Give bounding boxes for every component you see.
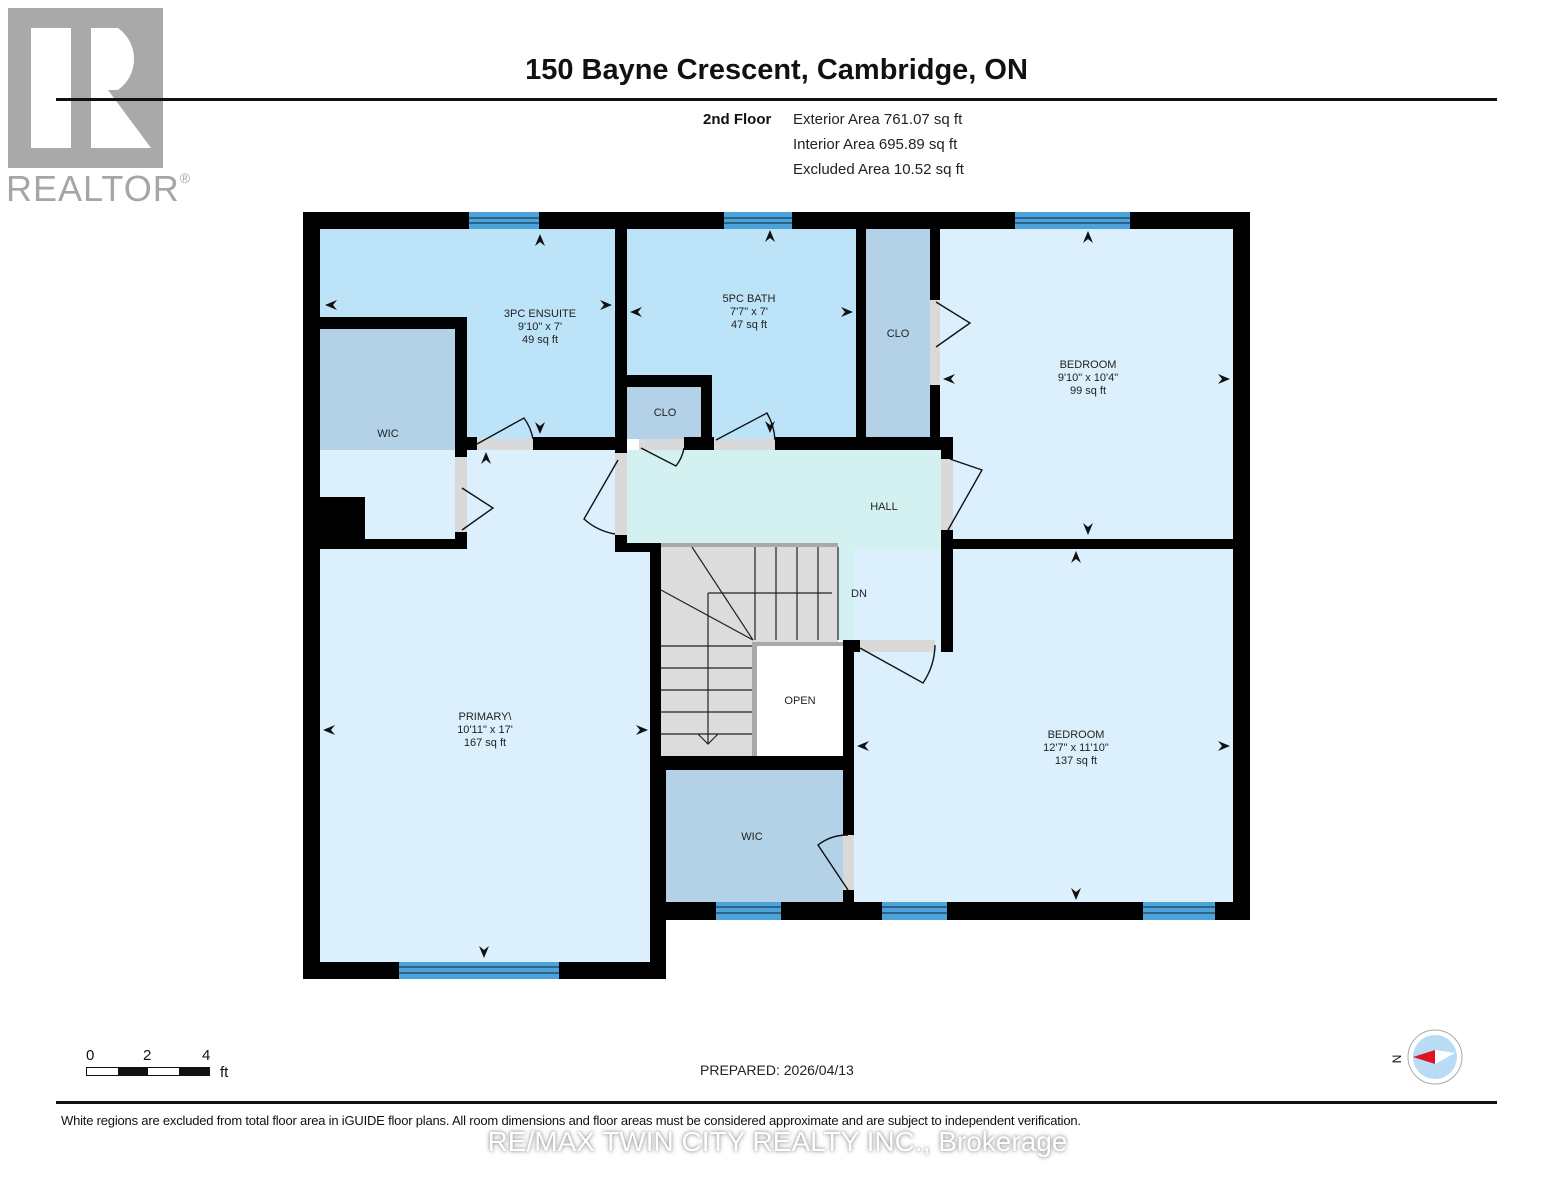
room-fills (320, 229, 1234, 962)
clo-small-name: CLO (654, 407, 677, 419)
compass-north-label: N (1389, 1054, 1404, 1064)
bedroom-ne-dims: 9'10" x 10'4" (1058, 372, 1118, 384)
window-bedroom-ne (1015, 212, 1130, 229)
walls (303, 212, 1250, 979)
room-labels: 3PC ENSUITE 9'10" x 7' 49 sq ft 5PC BATH… (377, 293, 1118, 843)
floor-label: 2nd Floor (703, 111, 772, 128)
primary-name: PRIMARY\ (459, 711, 513, 723)
staircase (660, 546, 839, 745)
exterior-area: Exterior Area 761.07 sq ft (793, 111, 963, 128)
door-swings (461, 301, 984, 891)
page-title: 150 Bayne Crescent, Cambridge, ON (525, 54, 1028, 86)
door-openings (455, 300, 953, 890)
interior-area: Interior Area 695.89 sq ft (793, 136, 958, 153)
realtor-logo-icon (8, 8, 163, 168)
compass-rose-icon (1407, 1029, 1463, 1085)
scale-bar-graphic (86, 1067, 210, 1076)
primary-dims: 10'11" x 17' (457, 724, 513, 736)
bedroom-se-name: BEDROOM (1048, 729, 1105, 741)
scale-unit: ft (220, 1064, 229, 1081)
scale-label-0: 0 (86, 1047, 95, 1064)
room-bedroom-ne (940, 229, 1234, 539)
windows (399, 212, 1215, 979)
ensuite-dims: 9'10" x 7' (518, 321, 562, 333)
excluded-area: Excluded Area 10.52 sq ft (793, 161, 964, 178)
room-clo-top (866, 229, 930, 439)
stairs-label: DN (851, 588, 867, 600)
bedroom-se-area: 137 sq ft (1055, 755, 1097, 767)
bath-name: 5PC BATH (723, 293, 776, 305)
bath-area: 47 sq ft (731, 319, 767, 331)
header-divider (56, 98, 1497, 101)
compass: N (1389, 1028, 1465, 1088)
clo-top-name: CLO (887, 328, 910, 340)
bedroom-ne-name: BEDROOM (1060, 359, 1117, 371)
dimension-arrows (323, 230, 1230, 958)
bath-dims: 7'7" x 7' (730, 306, 768, 318)
room-wic-bottom (661, 770, 844, 902)
window-bedroom-se-1 (882, 902, 947, 920)
footer-divider (56, 1101, 1497, 1104)
room-clo-small (627, 387, 701, 439)
open-name: OPEN (784, 695, 815, 707)
room-bedroom-se (854, 549, 1233, 902)
room-open (757, 645, 843, 756)
bedroom-ne-area: 99 sq ft (1070, 385, 1106, 397)
wic-bottom-name: WIC (741, 831, 762, 843)
ensuite-name: 3PC ENSUITE (504, 308, 576, 320)
scale-label-4: 4 (202, 1047, 211, 1064)
window-ensuite (469, 212, 539, 229)
scale-bar: 0 2 4 (86, 1047, 246, 1076)
room-primary (320, 450, 650, 962)
window-bath (724, 212, 792, 229)
realtor-wordmark: REALTOR® (6, 168, 192, 209)
scale-label-2: 2 (143, 1047, 152, 1064)
primary-area: 167 sq ft (464, 737, 506, 749)
bedroom-se-dims: 12'7" x 11'10" (1043, 742, 1109, 754)
hall-name: HALL (870, 501, 898, 513)
prepared-date: PREPARED: 2026/04/13 (700, 1062, 854, 1078)
window-primary (399, 962, 559, 979)
window-bedroom-se-2 (1143, 902, 1215, 920)
ensuite-area: 49 sq ft (522, 334, 558, 346)
disclaimer: White regions are excluded from total fl… (61, 1113, 1081, 1128)
window-wic-bottom (716, 902, 781, 920)
brokerage-watermark: RE/MAX TWIN CITY REALTY INC., Brokerage (487, 1126, 1068, 1157)
wic-left-name: WIC (377, 428, 398, 440)
